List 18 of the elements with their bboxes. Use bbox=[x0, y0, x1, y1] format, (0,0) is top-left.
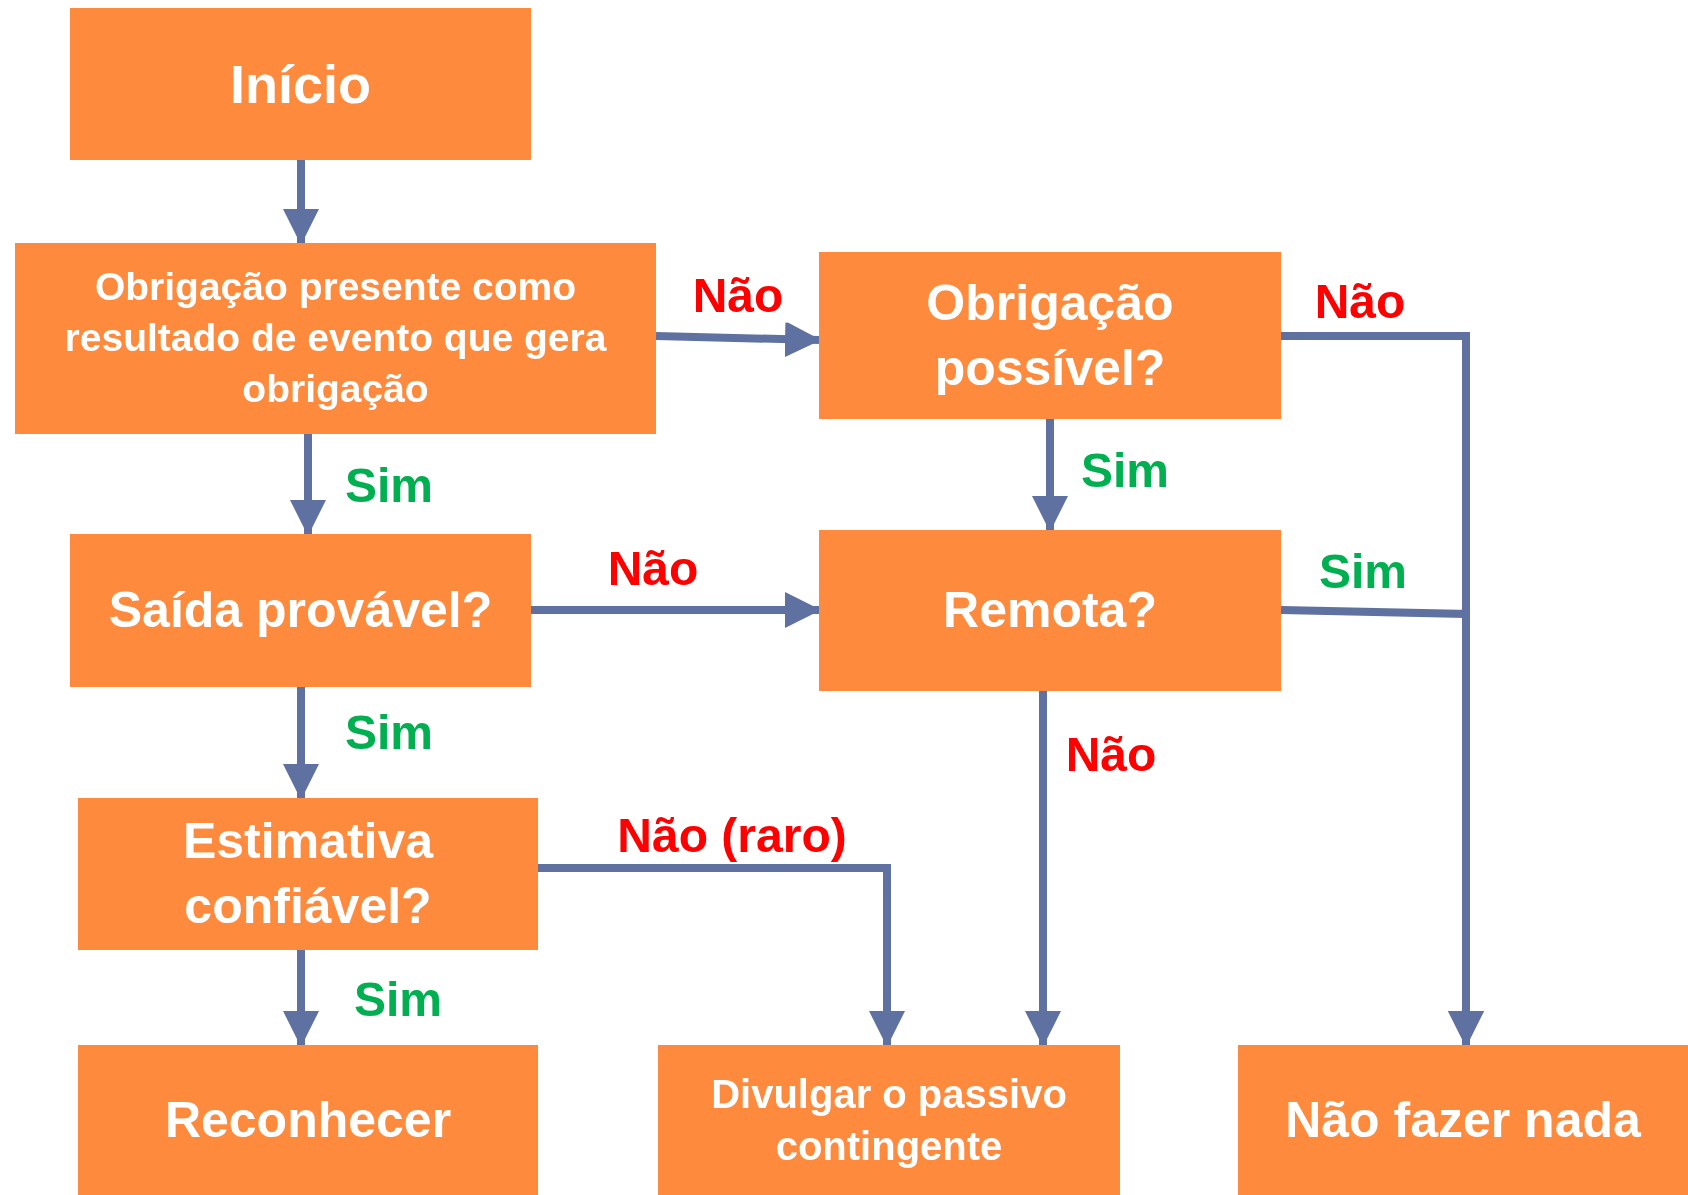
process-box: Não fazer nada bbox=[1238, 1045, 1688, 1195]
process-box: Obrigação possível? bbox=[819, 252, 1281, 419]
arrow bbox=[538, 864, 905, 1047]
process-box: Obrigação presente como resultado de evento que gera obrigação bbox=[15, 243, 656, 434]
arrow bbox=[531, 592, 821, 628]
process-box: Divulgar o passivo contingente bbox=[658, 1045, 1120, 1195]
arrow bbox=[655, 321, 821, 358]
process-box: Remota? bbox=[819, 530, 1281, 691]
arrow bbox=[283, 950, 319, 1047]
arrow bbox=[283, 160, 319, 245]
arrow bbox=[283, 687, 319, 800]
process-box: Saída provável? bbox=[70, 534, 531, 687]
process-box: Reconhecer bbox=[78, 1045, 538, 1195]
process-box: Início bbox=[70, 8, 531, 160]
arrow bbox=[1032, 419, 1068, 532]
arrow bbox=[290, 434, 326, 536]
process-box: Estimativa confiável? bbox=[78, 798, 538, 950]
arrow bbox=[1025, 691, 1061, 1047]
